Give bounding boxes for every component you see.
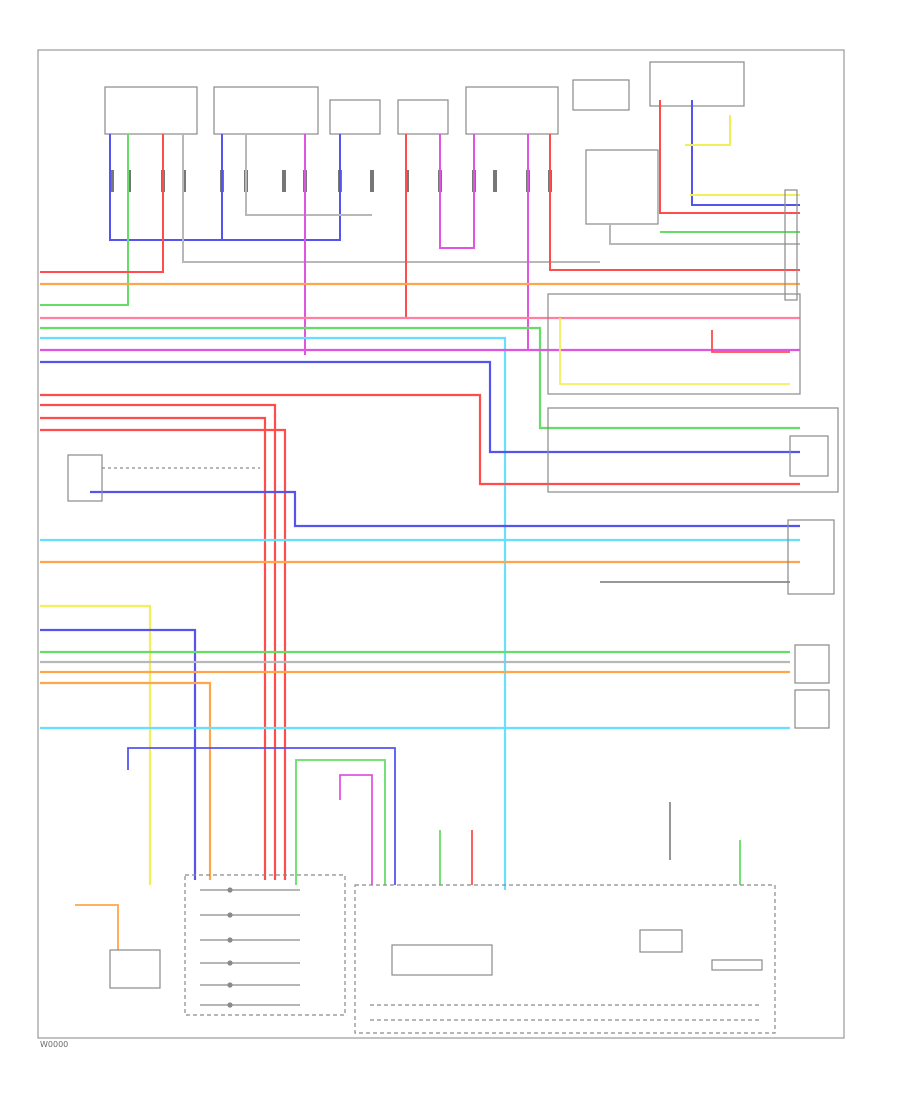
wire-red-top	[40, 134, 164, 273]
combination-switch-contacts	[200, 887, 300, 1008]
diagram-frame	[37, 49, 845, 1039]
sensor-box-top-right	[649, 61, 745, 107]
bottom-left-sensor	[109, 949, 161, 989]
footer-code: W0000	[40, 1040, 68, 1049]
wire-grey-top	[182, 134, 600, 263]
bus-blue-1	[40, 360, 800, 454]
wires-bus	[40, 282, 800, 890]
wire-violet-4	[439, 134, 475, 249]
switch-box-1	[104, 86, 198, 135]
wire-red-top-right	[659, 100, 800, 214]
right-components	[547, 189, 839, 729]
module-block	[639, 929, 683, 953]
bus-orange-4	[40, 681, 212, 880]
small-module	[585, 149, 659, 225]
left-sensor-box	[67, 454, 103, 502]
bus-red-3	[40, 403, 277, 880]
bottom-components	[109, 874, 776, 1034]
right-sensor-box-1	[794, 644, 830, 684]
bus-blue-3	[40, 628, 197, 880]
relay-box-top	[572, 79, 630, 111]
combination-switch	[184, 874, 346, 1016]
bus-blue-2	[90, 490, 800, 528]
right-switch-box	[789, 435, 829, 477]
top-connector-pins	[110, 170, 552, 192]
wire-blue-top-right	[691, 100, 800, 206]
wire-blue-bottom-1	[127, 747, 396, 885]
wire-red-5	[549, 134, 800, 271]
wire-yellow-top-right	[685, 115, 731, 146]
wires-top	[40, 100, 800, 355]
wire-grey-2	[245, 134, 372, 216]
top-components	[104, 61, 745, 225]
right-relay-box	[787, 519, 835, 595]
wire-orange-bottom-left	[75, 904, 119, 950]
right-frame-1	[547, 293, 801, 395]
module-block-2	[711, 959, 763, 971]
sensor-box-2	[397, 99, 449, 135]
bus-red-2	[40, 393, 800, 486]
bus-yellow-2	[40, 604, 152, 885]
right-frame-2	[547, 407, 839, 493]
wire-grey-right-1	[609, 224, 800, 245]
wire-red-mid-right	[711, 330, 790, 353]
sensor-box-1	[329, 99, 381, 135]
bus-red-5	[40, 428, 287, 880]
wire-green-bottom-1	[295, 759, 386, 885]
bus-lightblue-1	[40, 336, 507, 890]
wires-right	[559, 318, 790, 860]
wire-violet-bottom-1	[339, 774, 373, 885]
bus-green-1	[40, 326, 800, 430]
switch-box-2	[213, 86, 319, 135]
right-connector-1	[784, 189, 798, 301]
bus-red-4	[40, 416, 267, 880]
wire-yellow-mid-right	[559, 318, 790, 385]
wire-green-top	[40, 134, 129, 306]
module-relay	[391, 944, 493, 976]
right-sensor-box-2	[794, 689, 830, 729]
left-component	[67, 454, 260, 502]
switch-box-3	[465, 86, 559, 135]
control-module	[354, 884, 776, 1034]
bottom-wires	[75, 747, 741, 950]
wire-blue-top	[109, 134, 341, 241]
